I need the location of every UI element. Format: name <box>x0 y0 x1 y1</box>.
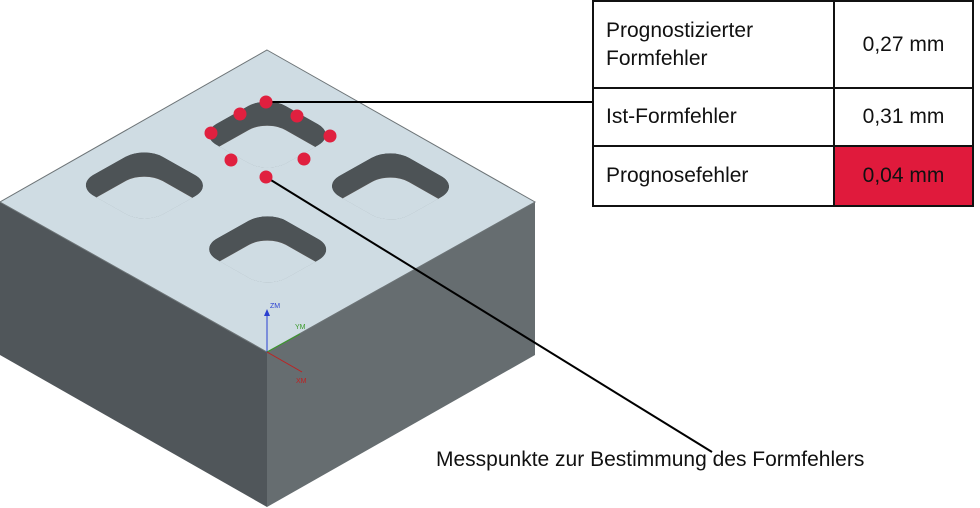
measurement-point <box>224 153 238 167</box>
measurement-point <box>297 152 311 166</box>
table-row: Prognosefehler 0,04 mm <box>592 145 974 207</box>
form-error-table: Prognostizierter Formfehler 0,27 mm Ist-… <box>592 0 974 207</box>
leader-line-caption <box>265 176 713 453</box>
row-label: Ist-Formfehler <box>592 87 835 147</box>
row-label: Prognosefehler <box>592 145 835 207</box>
measurement-point <box>290 109 304 123</box>
row-label: Prognostizierter Formfehler <box>592 0 835 89</box>
row-value: 0,27 mm <box>833 0 974 89</box>
measurement-point <box>233 107 247 121</box>
pocket-bottom <box>208 216 327 289</box>
coordinate-axes: ZM YM XM <box>264 303 307 385</box>
axis-label-x: XM <box>296 378 307 385</box>
block-left-face <box>0 202 267 507</box>
pocket-right <box>331 153 450 226</box>
measurement-points <box>204 95 337 184</box>
measurement-point <box>204 126 218 140</box>
measurement-point <box>259 170 273 184</box>
axis-label-z: ZM <box>270 303 280 310</box>
axis-label-y: YM <box>295 324 306 331</box>
table-row: Ist-Formfehler 0,31 mm <box>592 87 974 147</box>
measurement-point <box>259 95 273 109</box>
measurement-point <box>323 129 337 143</box>
pocket-left <box>85 152 204 225</box>
row-value: 0,31 mm <box>833 87 974 147</box>
row-value-highlighted: 0,04 mm <box>833 145 974 207</box>
table-row: Prognostizierter Formfehler 0,27 mm <box>592 0 974 89</box>
block-right-face <box>267 202 535 507</box>
caption: Messpunkte zur Bestimmung des Formfehler… <box>436 448 865 471</box>
